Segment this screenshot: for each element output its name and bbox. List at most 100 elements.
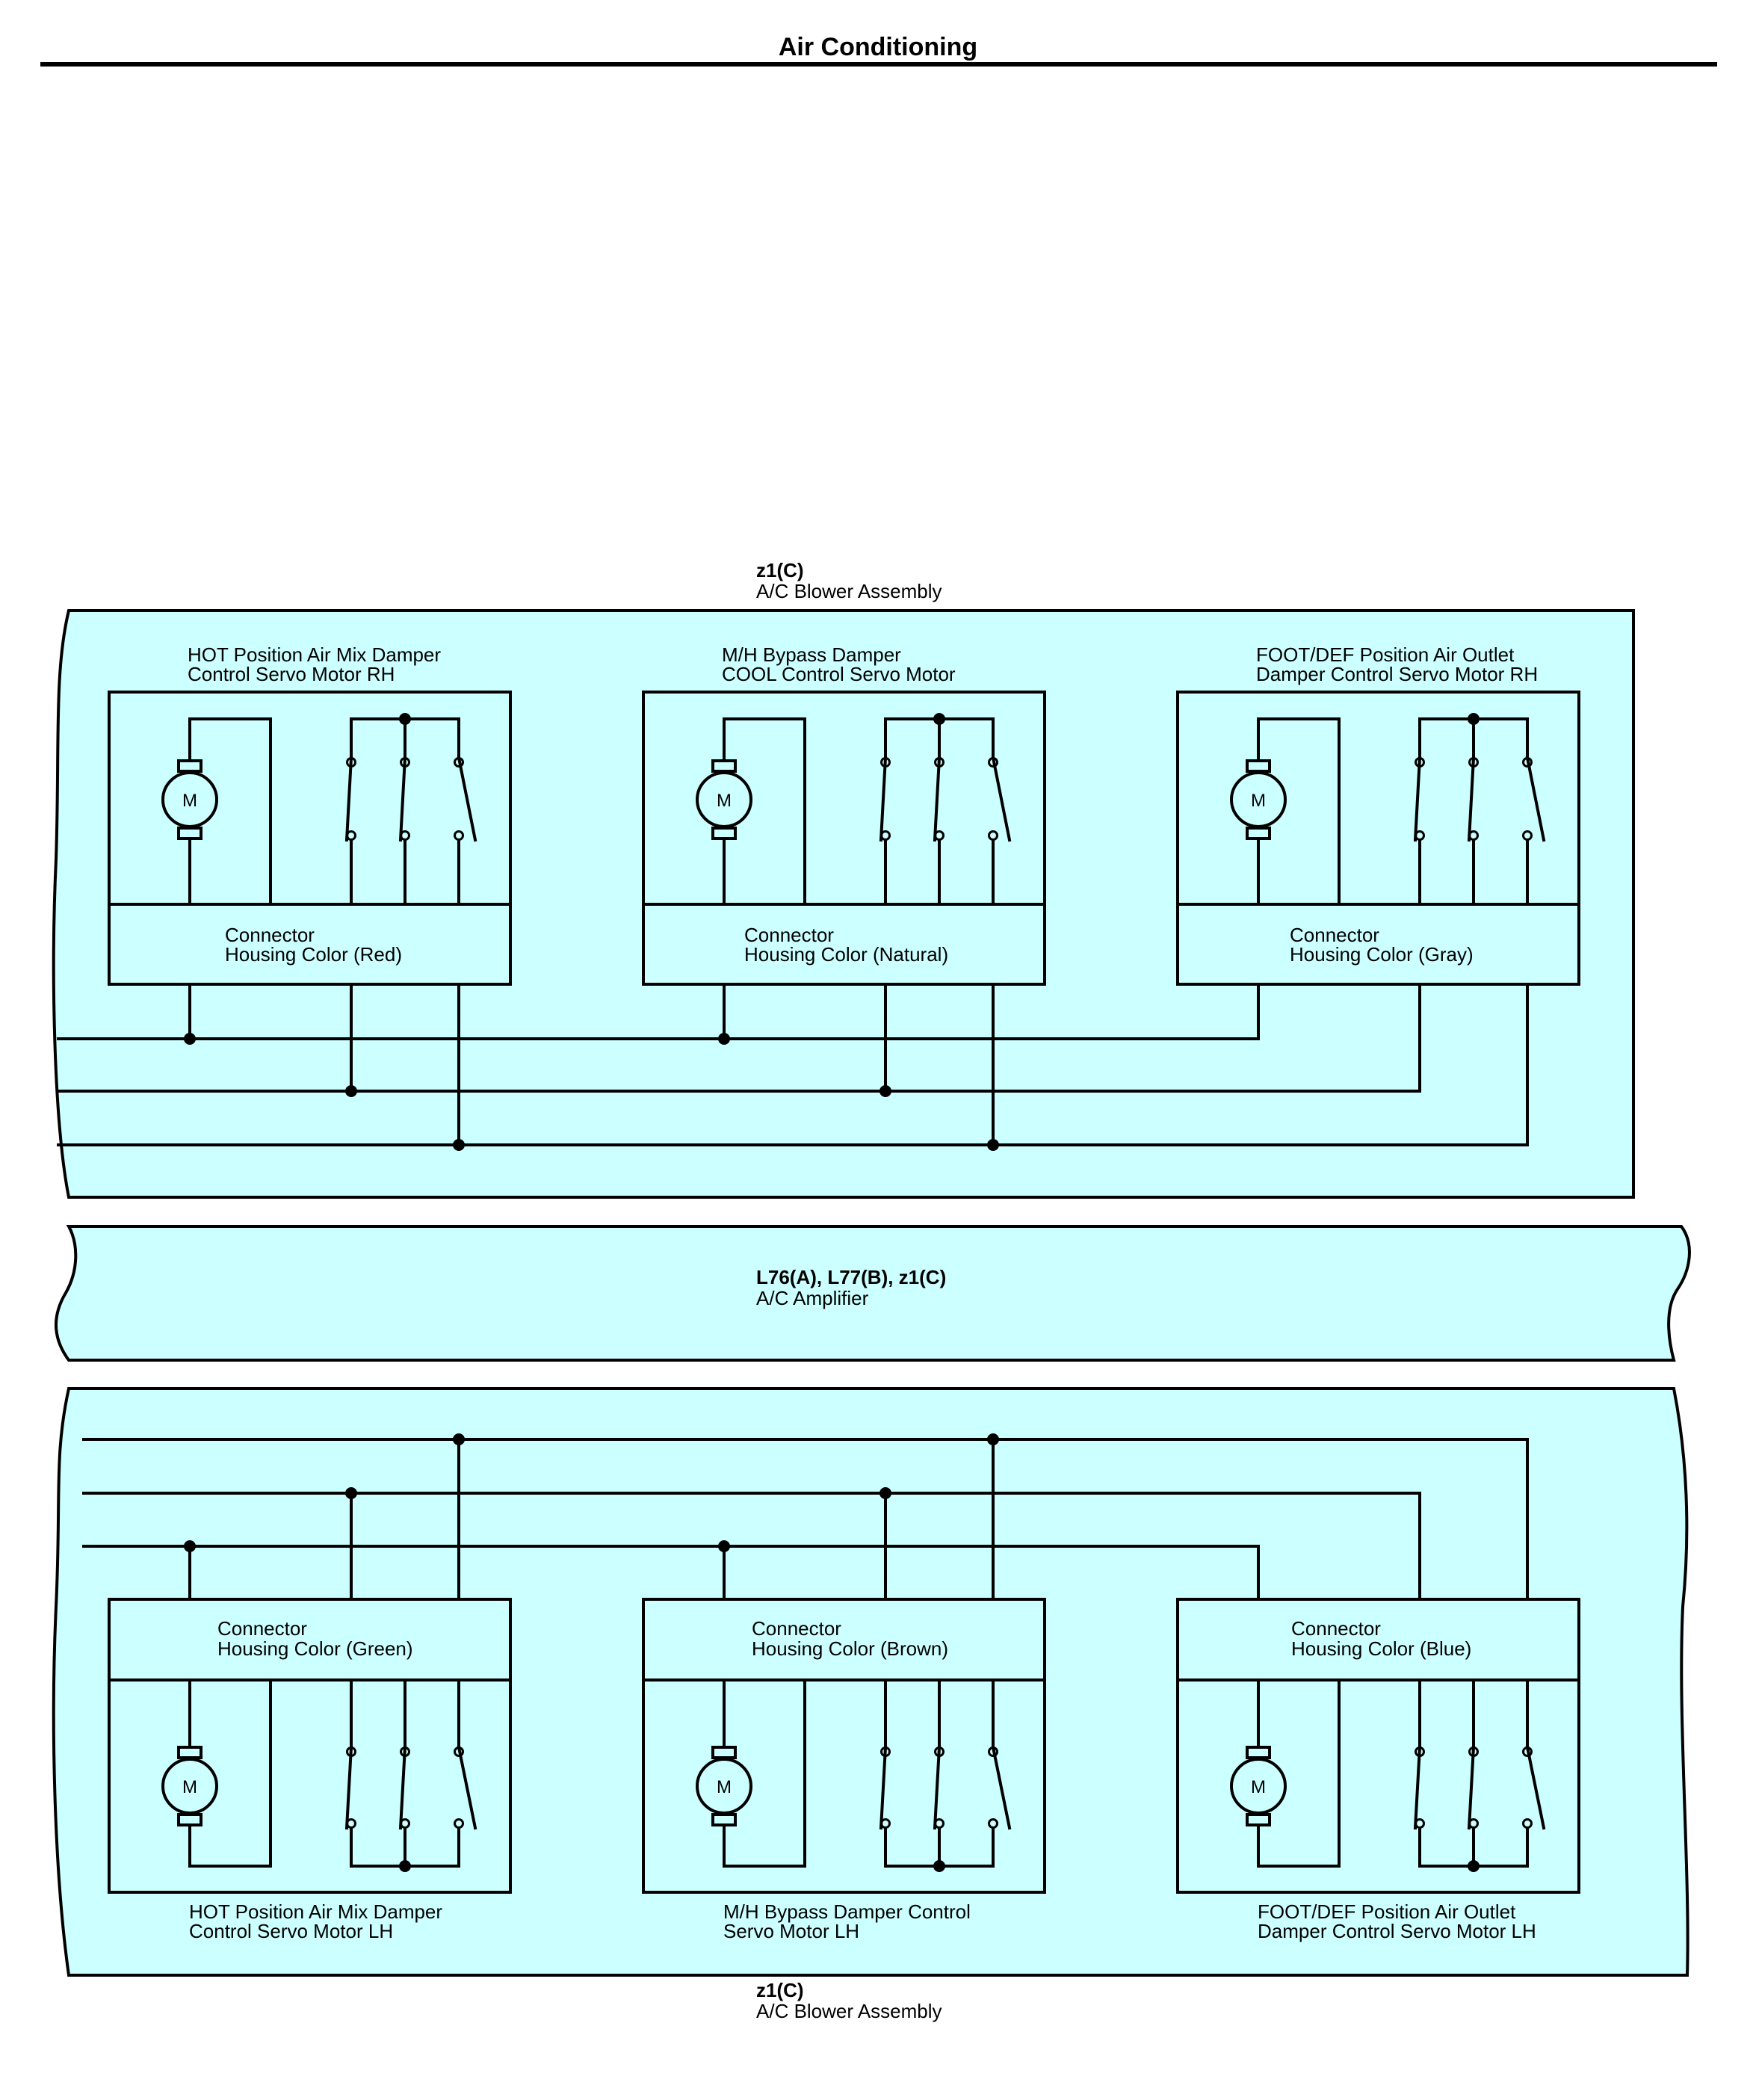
motor-brush-bottom	[711, 827, 737, 840]
position-switch-contact-b	[988, 830, 998, 841]
connector-housing-color: Housing Color (Green)	[217, 1637, 413, 1660]
motor-brush-top	[177, 759, 203, 773]
unit-title-line2: COOL Control Servo Motor	[722, 663, 956, 685]
servo-motor-box	[1176, 1598, 1580, 1894]
motor-circle	[1230, 1758, 1287, 1815]
motor-brush-top	[177, 1746, 203, 1759]
bus-junction	[184, 1033, 196, 1045]
motor-circle	[696, 771, 752, 828]
position-switch-blade	[457, 1745, 477, 1830]
bus-junction	[718, 1033, 730, 1045]
servo-motor-box	[108, 691, 512, 986]
motor-brush-top	[711, 759, 737, 773]
motor-brush-bottom	[1246, 1813, 1271, 1826]
bus-junction	[879, 1085, 891, 1097]
motor-brush-bottom	[177, 827, 203, 840]
bus-junction	[345, 1085, 357, 1097]
position-switch-blade	[879, 1745, 888, 1830]
amplifier-code: L76(A), L77(B), z1(C)	[756, 1266, 946, 1288]
motor-symbol: M	[717, 791, 732, 811]
position-switch-blade	[1413, 1745, 1422, 1830]
position-switch-blade	[879, 756, 888, 842]
connector-housing-color: Housing Color (Brown)	[752, 1637, 948, 1660]
servo-motor-box	[642, 691, 1046, 986]
bus-wiring	[57, 1033, 1529, 1552]
motor-symbol: M	[1251, 791, 1266, 811]
position-switch-blade	[933, 1745, 942, 1830]
position-switch-blade	[398, 1745, 407, 1830]
bus-junction	[453, 1139, 465, 1151]
position-switch-blade	[1413, 756, 1422, 842]
motor-icon: M	[1230, 1746, 1287, 1826]
top-assembly-code: z1(C)	[756, 559, 804, 581]
connector-label: Connector	[225, 924, 315, 946]
motor-circle	[161, 1758, 218, 1815]
position-switch-blade	[933, 756, 942, 842]
position-switch-contact-b	[1522, 830, 1533, 841]
motor-circle	[1230, 771, 1287, 828]
bottom-assembly-code: z1(C)	[756, 1979, 804, 2001]
bus-junction	[718, 1540, 730, 1552]
amplifier-name: A/C Amplifier	[756, 1287, 869, 1309]
connector-label: Connector	[1290, 924, 1379, 946]
amplifier-panel	[54, 1225, 1691, 1362]
motor-symbol: M	[717, 1777, 732, 1797]
position-switch-blade	[1467, 1745, 1476, 1830]
top-assembly-name: A/C Blower Assembly	[756, 580, 942, 602]
unit-title-line2: Control Servo Motor RH	[188, 663, 395, 685]
unit-title-line1: HOT Position Air Mix Damper	[189, 1900, 442, 1923]
motor-brush-top	[711, 1746, 737, 1759]
connector-label: Connector	[217, 1617, 307, 1640]
bus-junction	[184, 1540, 196, 1552]
connector-housing-color: Housing Color (Gray)	[1290, 943, 1474, 966]
motor-icon: M	[161, 1746, 218, 1826]
position-switch-contact-b	[988, 1818, 998, 1829]
bottom-assembly-name: A/C Blower Assembly	[756, 2000, 942, 2022]
unit-title-line1: M/H Bypass Damper Control	[723, 1900, 971, 1923]
unit-title-line1: HOT Position Air Mix Damper	[188, 643, 441, 666]
bus-junction	[453, 1433, 465, 1445]
unit-title-line2: Damper Control Servo Motor RH	[1256, 663, 1538, 685]
connector-label: Connector	[752, 1617, 841, 1640]
motor-symbol: M	[182, 791, 197, 811]
motor-circle	[696, 1758, 752, 1815]
servo-motor-box	[108, 1598, 512, 1894]
servo-motor-box	[642, 1598, 1046, 1894]
position-switch-contact-b	[454, 1818, 464, 1829]
connector-housing-color: Housing Color (Natural)	[744, 943, 948, 966]
motor-brush-bottom	[1246, 827, 1271, 840]
motor-circle	[161, 771, 218, 828]
bus-junction	[987, 1433, 999, 1445]
position-switch-blade	[398, 756, 407, 842]
motor-icon: M	[696, 1746, 752, 1826]
connector-housing-color: Housing Color (Blue)	[1291, 1637, 1471, 1660]
page-title: Air Conditioning	[778, 33, 978, 61]
motor-symbol: M	[182, 1777, 197, 1797]
connector-housing-color: Housing Color (Red)	[225, 943, 402, 966]
servo-motor-box	[1176, 691, 1580, 986]
position-switch-blade	[1467, 756, 1476, 842]
unit-title-line1: FOOT/DEF Position Air Outlet	[1256, 643, 1515, 666]
position-switch-contact-b	[454, 830, 464, 841]
unit-title-line1: FOOT/DEF Position Air Outlet	[1258, 1900, 1516, 1923]
motor-icon: M	[161, 759, 218, 840]
position-switch-blade	[1525, 756, 1546, 842]
motor-brush-bottom	[711, 1813, 737, 1826]
motor-brush-top	[1246, 759, 1271, 773]
position-switch-blade	[1525, 1745, 1546, 1830]
position-switch-blade	[991, 1745, 1012, 1830]
motor-icon: M	[1230, 759, 1287, 840]
connector-label: Connector	[744, 924, 834, 946]
connector-label: Connector	[1291, 1617, 1381, 1640]
bus-junction	[345, 1487, 357, 1499]
motor-symbol: M	[1251, 1777, 1266, 1797]
motor-brush-top	[1246, 1746, 1271, 1759]
